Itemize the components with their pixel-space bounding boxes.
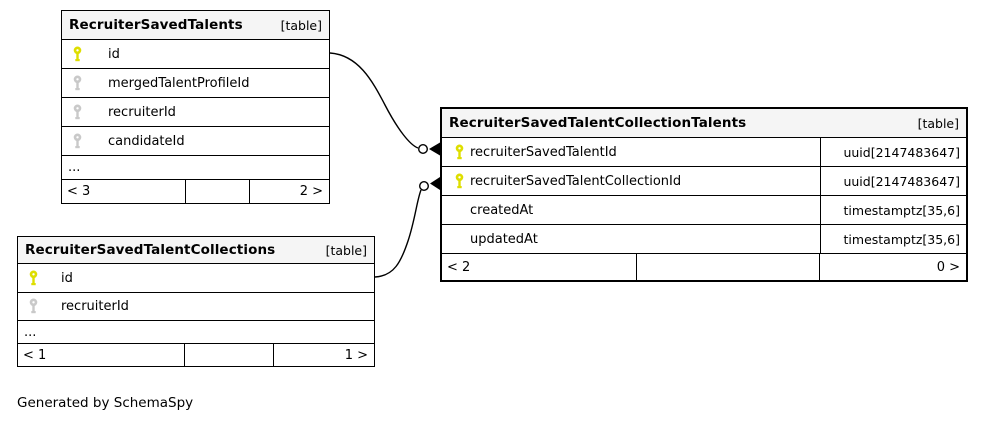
zero-or-one-circle-icon [418,143,429,154]
footer-spacer [186,180,250,203]
footer-children-count: 2 > [299,184,323,199]
column-type: timestamptz[35,6] [820,225,966,253]
footer-parents-count: < 2 [442,254,637,280]
column-row-updatedat: updatedAt timestamptz[35,6] [442,225,966,254]
column-row-id: id [62,40,329,69]
ellipsis-row: ... [18,321,374,344]
table-header[interactable]: RecruiterSavedTalentCollectionTalents [t… [442,109,966,138]
table-title[interactable]: RecruiterSavedTalentCollectionTalents [449,115,747,131]
table-recruitersavedtalentcollections[interactable]: RecruiterSavedTalentCollections [table] … [17,236,375,367]
zero-or-one-circle-icon [419,180,430,191]
column-name: recruiterSavedTalentId [470,144,617,160]
footer-parents-count: < 1 [18,344,185,366]
foreign-key-icon [62,75,108,92]
footer-children-count: 1 > [344,347,368,363]
foreign-key-icon [62,104,108,121]
column-row-recruitersavedtalentcollectionid: recruiterSavedTalentCollectionId uuid[21… [442,167,966,196]
table-badge: [table] [917,115,959,131]
column-row-recruitersavedtalentid: recruiterSavedTalentId uuid[2147483647] [442,138,966,167]
primary-key-icon [62,46,108,63]
fk-arrowhead-icon [430,177,440,190]
table-footer: < 1 1 > [18,344,374,366]
column-row-mergedtalentprofileid: mergedTalentProfileId [62,69,329,98]
column-name: updatedAt [470,231,538,247]
column-row-createdat: createdAt timestamptz[35,6] [442,196,966,225]
footer-children-count: 0 > [936,259,960,275]
column-name: candidateId [108,133,185,149]
fk-arrowhead-icon [429,142,440,156]
column-row-recruiterid: recruiterId [18,293,374,321]
column-name: createdAt [470,202,534,218]
column-type: timestamptz[35,6] [820,196,966,224]
table-badge: [table] [325,242,367,258]
primary-key-icon [18,270,61,287]
footer-parents-count: < 3 [62,180,186,203]
column-name: mergedTalentProfileId [108,75,250,91]
column-name: id [108,46,120,62]
footer-spacer [637,254,820,280]
table-recruitersavedtalents[interactable]: RecruiterSavedTalents [table] id mergedT… [61,10,330,204]
relationship-line-collection [374,189,422,278]
table-footer: < 2 0 > [442,254,966,280]
ellipsis-row: ... [62,156,329,180]
column-type: uuid[2147483647] [820,167,966,195]
footer-spacer [185,344,274,366]
primary-key-icon [442,173,470,190]
foreign-key-icon [18,298,61,315]
column-row-candidateid: candidateId [62,127,329,156]
column-name: recruiterSavedTalentCollectionId [470,173,682,189]
column-row-id: id [18,264,374,293]
column-type: uuid[2147483647] [820,138,966,166]
table-header[interactable]: RecruiterSavedTalents [table] [62,11,329,40]
table-footer: < 3 2 > [62,180,329,203]
column-name: id [61,270,73,286]
table-title[interactable]: RecruiterSavedTalentCollections [25,242,276,258]
table-badge: [table] [280,17,322,33]
column-row-recruiterid: recruiterId [62,98,329,127]
table-recruitersavedtalentcollectiontalents[interactable]: RecruiterSavedTalentCollectionTalents [t… [440,107,968,282]
column-name: recruiterId [61,299,129,314]
table-header[interactable]: RecruiterSavedTalentCollections [table] [18,237,374,264]
generated-by-note: Generated by SchemaSpy [17,395,194,411]
column-name: recruiterId [108,104,176,120]
relationship-line-savedtalent [329,52,419,149]
primary-key-icon [442,144,470,161]
foreign-key-icon [62,133,108,150]
table-title[interactable]: RecruiterSavedTalents [69,17,243,33]
